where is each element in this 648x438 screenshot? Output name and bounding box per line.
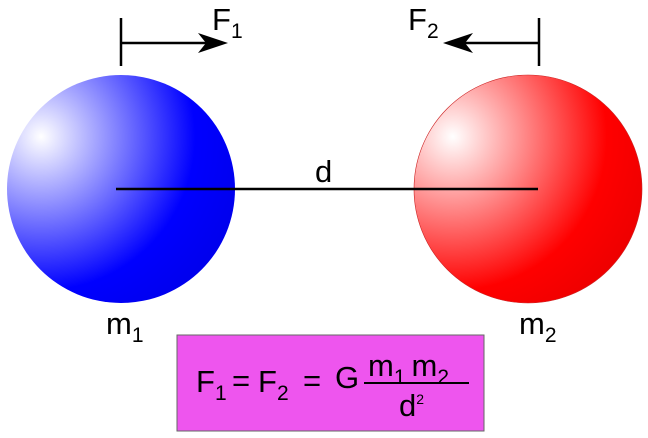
force-1-arrow (119, 18, 228, 66)
formula-denominator: d2 (399, 388, 424, 423)
mass-1-label: m1 (106, 306, 144, 347)
formula-equals-2: = (303, 363, 321, 398)
formula-constant: G (335, 360, 359, 395)
mass-2-label: m2 (519, 306, 557, 347)
distance-label: d (315, 154, 332, 189)
force-2-label: F2 (408, 2, 439, 43)
formula-equals-1: = (232, 363, 250, 398)
force-2-arrow (443, 18, 541, 66)
formula-lhs: F1 (196, 364, 227, 405)
formula-mid: F2 (258, 364, 289, 405)
force-1-label: F1 (212, 2, 243, 43)
